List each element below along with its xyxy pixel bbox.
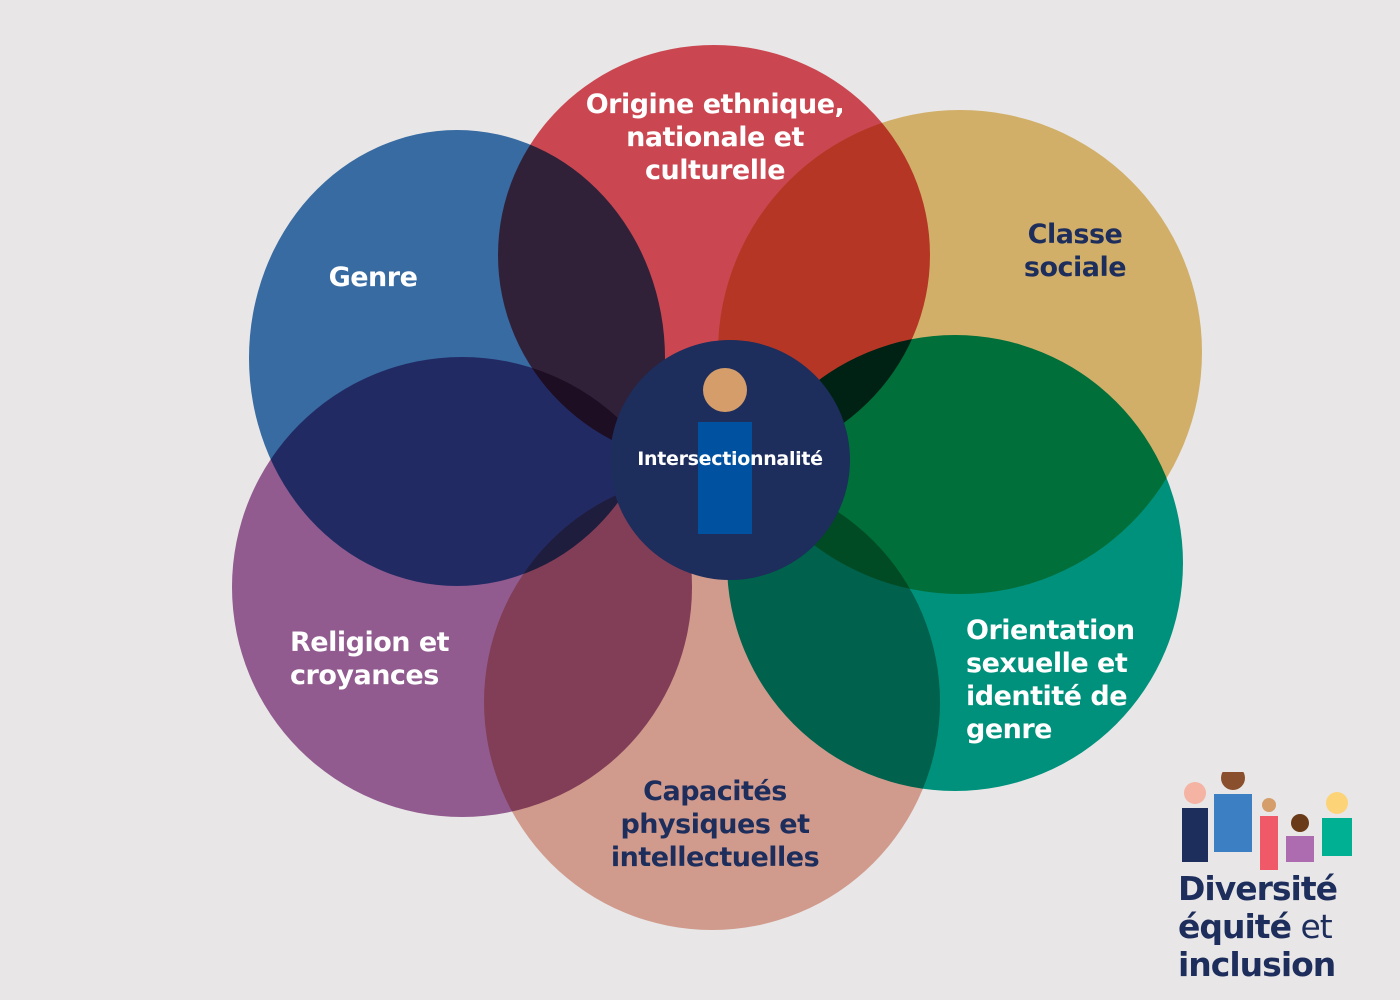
- logo-figure-head: [1221, 772, 1245, 790]
- person-body-icon: [698, 422, 752, 534]
- logo-line-3: inclusion: [1178, 945, 1336, 984]
- logo-figure-head: [1262, 798, 1276, 812]
- label-orientation: Orientation sexuelle et identité de genr…: [966, 615, 1135, 745]
- logo-figure-body: [1322, 818, 1352, 856]
- person-head-icon: [703, 368, 747, 412]
- petal-gender: [249, 130, 665, 586]
- logo-line-1: Diversité: [1178, 869, 1338, 908]
- label-ethnic: Origine ethnique, nationale et culturell…: [585, 89, 845, 186]
- logo-figure-head: [1291, 814, 1309, 832]
- label-class: Classe sociale: [1023, 219, 1127, 283]
- logo-figure-body: [1260, 816, 1278, 870]
- logo-figure-body: [1286, 836, 1314, 862]
- logo-figure-head: [1184, 782, 1206, 804]
- logo-figure-head: [1326, 792, 1348, 814]
- logo-figure-body: [1182, 808, 1208, 862]
- label-religion: Religion et croyances: [290, 627, 450, 691]
- dei-logo-figures: [1182, 772, 1352, 870]
- label-abilities: Capacités physiques et intellectuelles: [610, 776, 820, 873]
- dei-logo-text: Diversité équité et inclusion: [1178, 869, 1338, 984]
- logo-figure-body: [1214, 794, 1252, 852]
- logo-line-2: équité et: [1178, 907, 1333, 946]
- center-label: Intersectionnalité: [637, 448, 823, 470]
- label-gender: Genre: [328, 262, 418, 293]
